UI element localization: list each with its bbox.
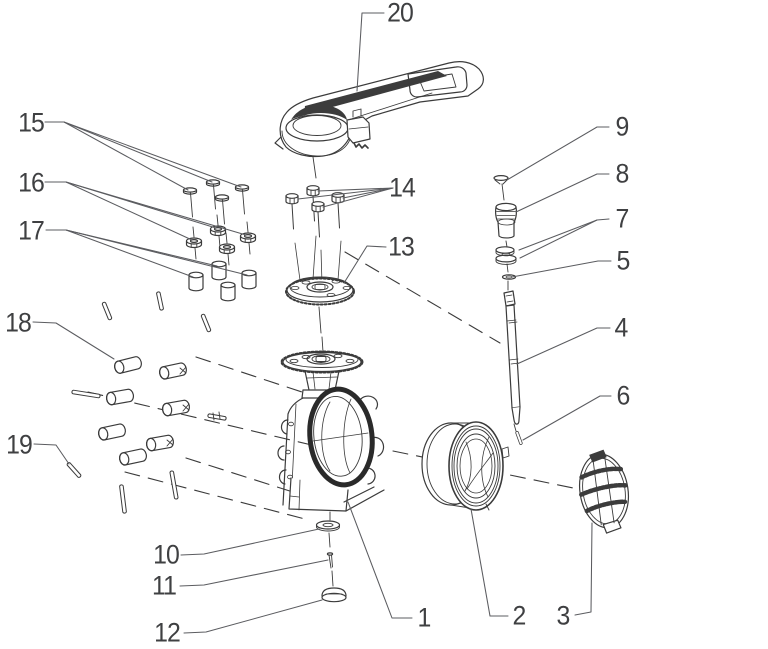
part-label-2: 2	[512, 600, 527, 631]
mounting-bolts-part-14	[285, 185, 345, 238]
stem-bushing-part-8	[495, 202, 517, 248]
washer-part-10	[315, 520, 341, 532]
part-label-10: 10	[153, 539, 180, 570]
part-label-13: 13	[388, 231, 415, 262]
handle-nuts-part-16	[185, 214, 257, 266]
part-label-19: 19	[6, 429, 33, 460]
part-label-3: 3	[556, 600, 571, 631]
part-label-11: 11	[152, 570, 177, 601]
stem-screw-part-9	[493, 175, 509, 201]
bushes-part-18	[71, 291, 227, 514]
part-label-17: 17	[18, 215, 45, 246]
part-label-4: 4	[614, 312, 629, 343]
axis-11-12	[331, 570, 334, 587]
part-label-7: 7	[615, 203, 630, 234]
pin-part-11	[326, 552, 334, 569]
valve-body-part-1	[277, 336, 385, 521]
pin-part-6	[514, 430, 524, 446]
part-label-8: 8	[615, 158, 630, 189]
top-plate-part-13	[285, 235, 355, 334]
handle-part-20	[274, 61, 484, 179]
part-label-6: 6	[616, 380, 631, 411]
o-rings-part-7	[495, 246, 517, 273]
handle-spacers-part-17	[188, 260, 257, 302]
part-label-16: 16	[18, 167, 45, 198]
part-label-18: 18	[5, 307, 32, 338]
part-label-20: 20	[387, 0, 414, 28]
part-label-5: 5	[616, 245, 631, 276]
axis-10-11	[328, 532, 331, 548]
washer-part-5	[501, 274, 517, 291]
part-label-15: 15	[18, 107, 45, 138]
cap-part-12	[321, 587, 347, 603]
part-label-14: 14	[389, 172, 416, 203]
disc-part-3	[578, 449, 630, 534]
leader-lines	[32, 12, 612, 634]
part-label-12: 12	[154, 617, 181, 648]
part-label-9: 9	[615, 111, 630, 142]
part-label-1: 1	[417, 602, 432, 633]
seat-ring-part-2	[421, 421, 510, 511]
stem-part-4	[503, 290, 521, 432]
